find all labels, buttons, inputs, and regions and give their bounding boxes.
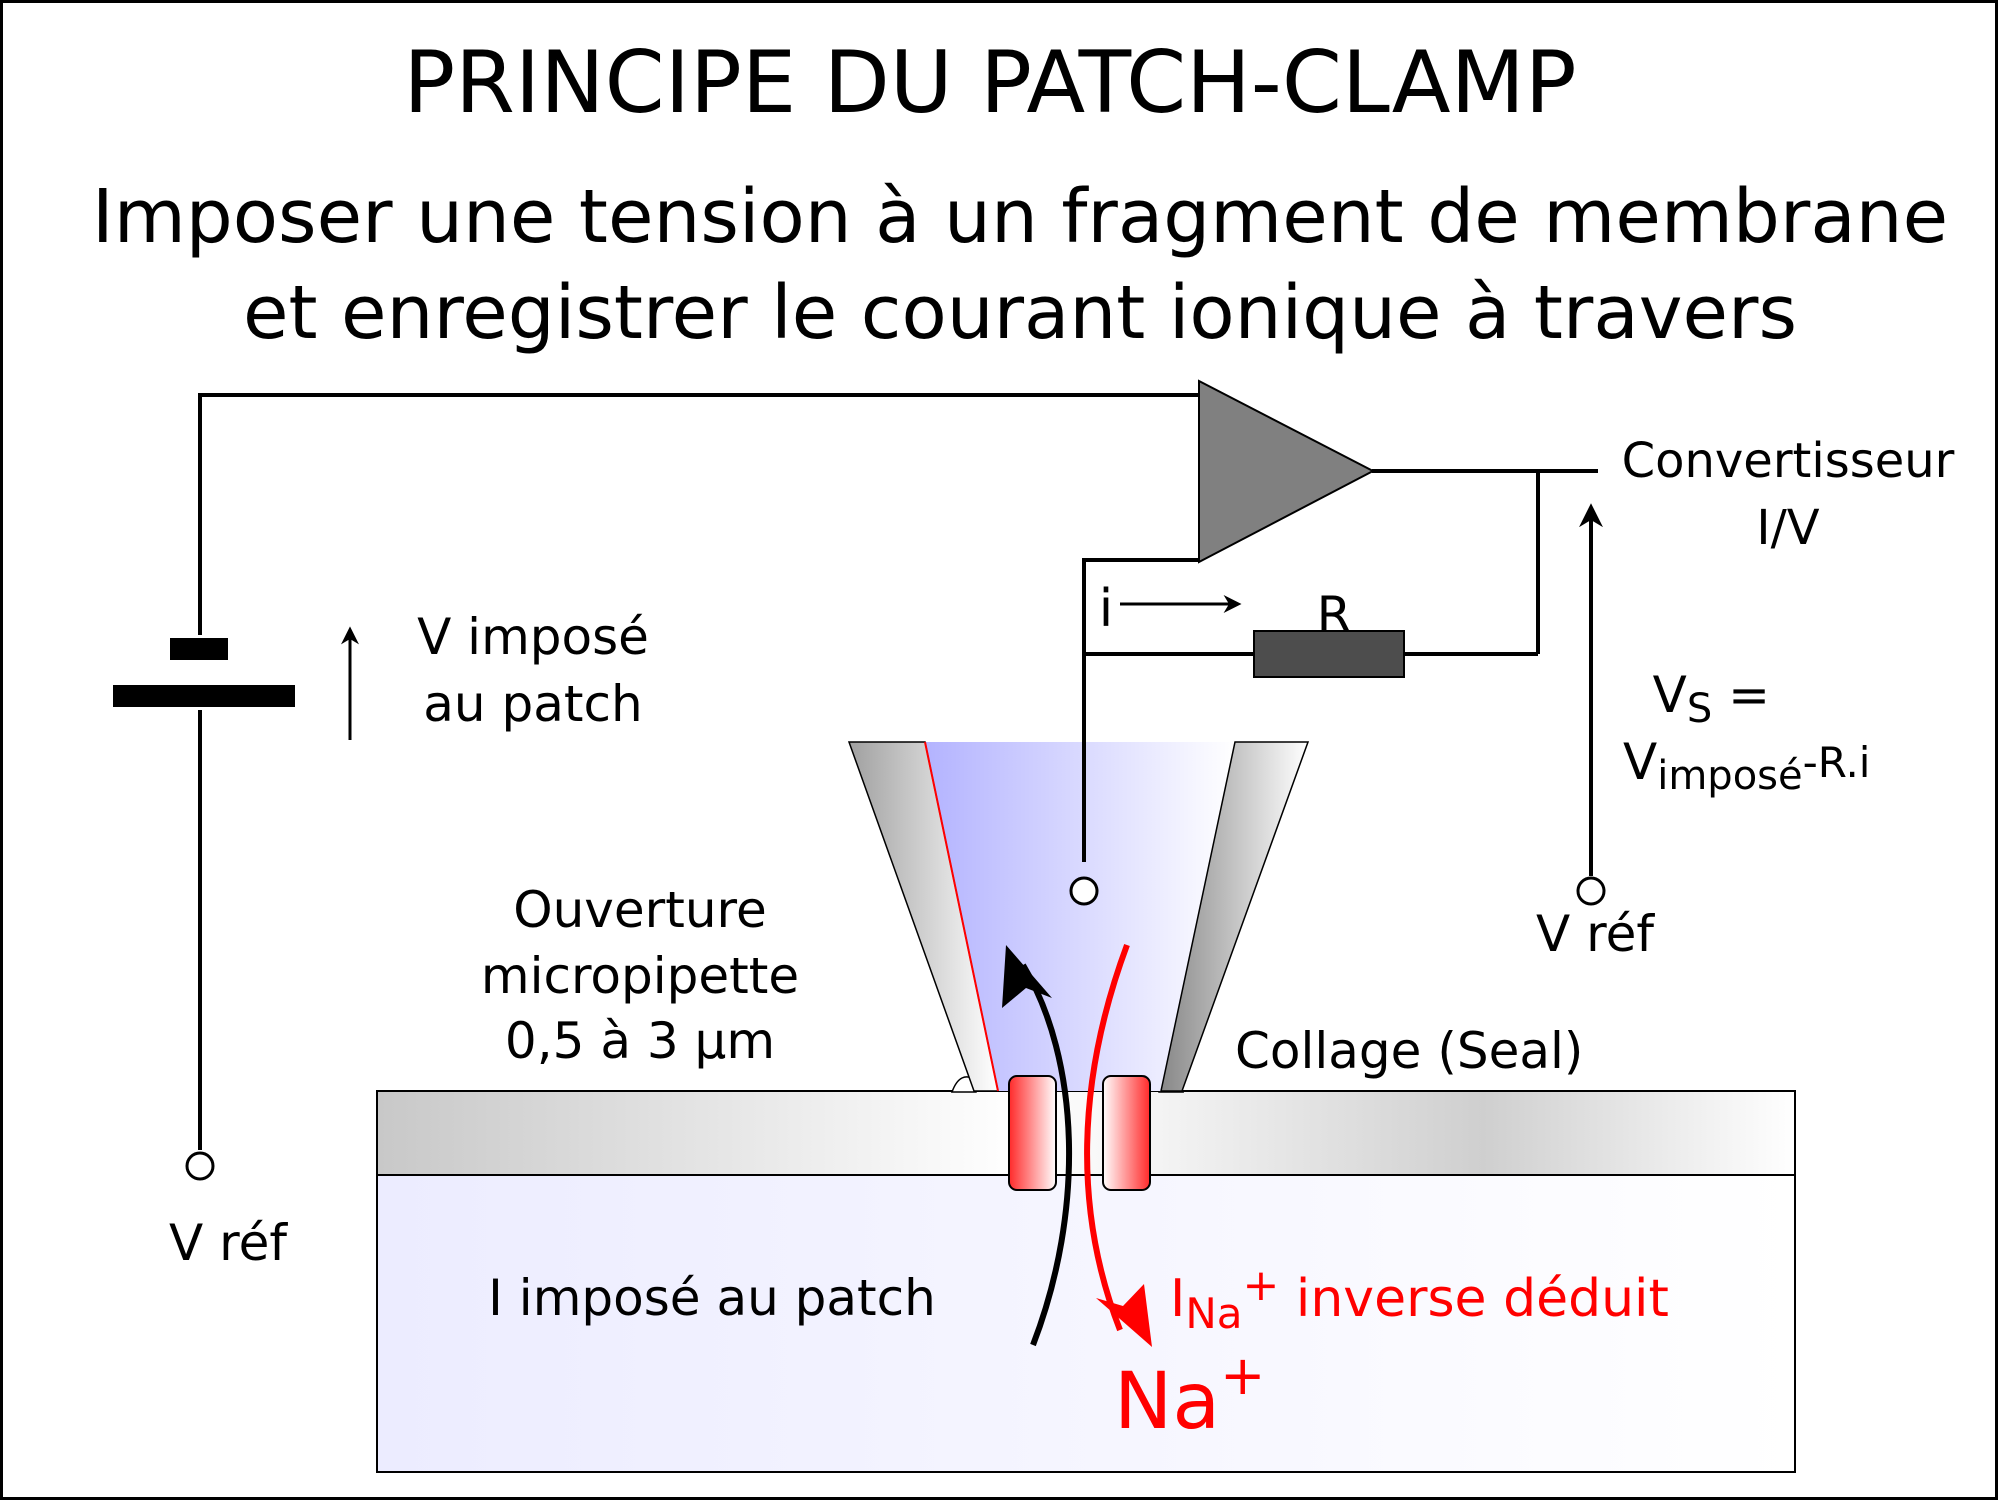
circuit-wires	[198, 393, 1598, 1150]
electrode-terminal	[1069, 876, 1099, 906]
converter-label-line-1: Convertisseur	[1622, 433, 1955, 489]
battery-label-line-1: V imposé	[417, 608, 649, 666]
output-formula-line-1: VS =	[1653, 666, 1770, 732]
sodium-ion-label: Na+	[1114, 1344, 1265, 1447]
formula-vs-equals: =	[1712, 666, 1770, 724]
formula-vs-main: V	[1653, 666, 1687, 724]
ion-channel-left	[1008, 1075, 1057, 1191]
pipette-opening-line-2: micropipette	[481, 947, 799, 1005]
battery-label-line-2: au patch	[423, 675, 642, 733]
formula-vs-sub: S	[1687, 686, 1712, 732]
imposed-current-arrow	[1020, 963, 1073, 1347]
deduced-current-label: INa+ inverse déduit	[1170, 1260, 1669, 1338]
resistor	[1253, 630, 1405, 678]
vref-left-label: V réf	[169, 1214, 288, 1272]
pipette-opening-line-1: Ouverture	[513, 881, 766, 939]
sodium-ion-sup: +	[1220, 1344, 1265, 1407]
battery-positive-plate	[170, 638, 228, 660]
output-formula-line-2: Vimposé-R.i	[1623, 733, 1870, 799]
pipette-wall-left-edge	[924, 741, 999, 1092]
deduced-current-sub: Na	[1185, 1289, 1242, 1338]
imposed-current-arrow-head	[1002, 945, 1052, 1008]
battery-negative-plate	[113, 685, 295, 707]
converter-label-line-2: I/V	[1756, 500, 1819, 556]
subtitle-line-2: et enregistrer le courant ionique à trav…	[243, 270, 1797, 356]
imposed-current-label: I imposé au patch	[488, 1269, 936, 1327]
sodium-ion-main: Na	[1114, 1357, 1220, 1447]
sodium-flow-arrow	[1084, 943, 1130, 1332]
terminal-vref-left	[185, 1151, 215, 1181]
resistor-label: R	[1317, 586, 1352, 644]
formula-vimpose-main: V	[1623, 733, 1657, 791]
cell-cytoplasm	[376, 1174, 1796, 1473]
formula-vimpose-sub: imposé	[1657, 753, 1802, 799]
deduced-current-sup: +	[1243, 1260, 1280, 1311]
page-title: PRINCIPE DU PATCH-CLAMP	[403, 33, 1576, 133]
terminal-vref-right	[1576, 876, 1606, 906]
formula-ri: -R.i	[1803, 738, 1871, 787]
deduced-current-rest: inverse déduit	[1279, 1269, 1669, 1329]
sodium-flow-arrow-head	[1096, 1284, 1152, 1347]
pipette-opening-line-3: 0,5 à 3 µm	[505, 1012, 775, 1070]
vref-right-label: V réf	[1536, 905, 1655, 963]
seal-label: Collage (Seal)	[1235, 1022, 1583, 1080]
subtitle-line-1: Imposer une tension à un fragment de mem…	[92, 174, 1948, 260]
amplifier	[1198, 379, 1376, 564]
deduced-current-main: I	[1170, 1269, 1185, 1329]
pipette-wall-right	[1160, 741, 1310, 1092]
current-label: i	[1099, 579, 1113, 639]
ion-channel-right	[1102, 1075, 1151, 1191]
